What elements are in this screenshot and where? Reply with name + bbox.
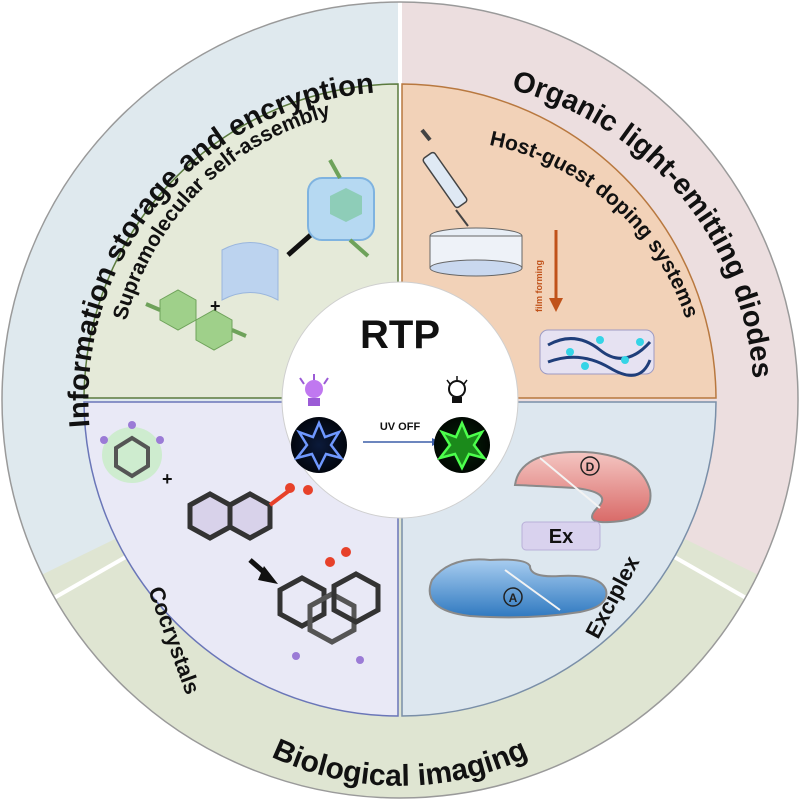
center-hub: RTP UV OFF (281, 281, 519, 519)
exciplex-box-icon: Ex (521, 521, 601, 551)
host-guest-doping-illustration: film forming (420, 128, 655, 377)
lamp-off-icon (446, 376, 468, 403)
plus-icon-cocrystal: + (162, 469, 173, 489)
acceptor-label: A (509, 591, 518, 605)
polymer-film-icon (539, 329, 655, 377)
macrocycle-host-icon (221, 242, 279, 301)
supramolecular-illustration: + (145, 159, 375, 351)
center-title: RTP (360, 313, 440, 357)
uv-off-label: UV OFF (380, 421, 421, 433)
host-guest-complex-icon (307, 159, 375, 258)
exciplex-center-label: Ex (549, 526, 573, 548)
naphthalene-molecule-icon (187, 483, 313, 541)
guest-molecule-icon (145, 289, 247, 351)
cocrystal-structure-icon (277, 547, 381, 664)
plus-icon: + (210, 296, 221, 316)
donor-label: D (586, 460, 595, 474)
green-emission-sample-icon (434, 417, 490, 473)
benzene-molecule-icon (100, 421, 164, 483)
film-forming-label: film forming (534, 260, 544, 312)
donor-pill-icon: D (513, 450, 652, 524)
cocrystal-illustration: + (100, 421, 381, 664)
uv-lamp-icon (299, 374, 329, 406)
acceptor-pill-icon: A (428, 558, 608, 619)
syringe-icon (420, 128, 469, 227)
exciplex-illustration: D Ex A (428, 450, 652, 619)
blue-emission-sample-icon (291, 417, 347, 473)
beaker-icon (429, 227, 523, 277)
